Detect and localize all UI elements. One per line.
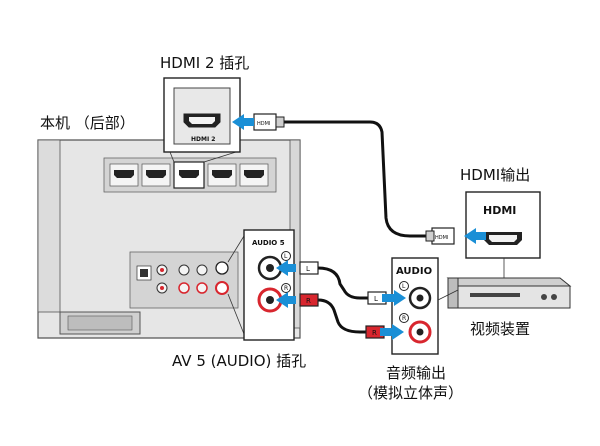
device-audio-callout-line <box>437 289 459 301</box>
audio-cable-right <box>299 293 385 339</box>
hdmi2-callout-line-right <box>203 151 237 163</box>
av5-jack-label: AV 5 (AUDIO) 插孔 <box>172 352 307 370</box>
av5-zoom-box <box>243 229 295 341</box>
audio-output-label-line1: 音频输出 <box>386 364 447 382</box>
arrow-audio-r-receiver <box>276 292 296 308</box>
av5-l-marker: L <box>284 253 288 260</box>
plug-l-receiver: L <box>306 265 310 273</box>
hdmi-output-label: HDMI输出 <box>460 166 531 184</box>
audio-cable-left <box>299 261 387 305</box>
direction-arrows <box>232 114 486 340</box>
hdmi-cable <box>253 113 455 245</box>
hdmi2-port-label: HDMI 2 <box>191 136 215 143</box>
hdmi-plug-label-device: HDMI <box>435 235 448 241</box>
audio5-label: AUDIO 5 <box>252 239 285 247</box>
arrow-audio-l-receiver <box>276 260 296 276</box>
arrow-hdmi-receiver <box>232 114 254 130</box>
hdmi-plug-label: HDMI <box>257 121 270 127</box>
device-hdmi-label: HDMI <box>483 204 516 217</box>
hdmi-3-port <box>207 163 237 187</box>
arrow-audio-r-device <box>380 324 404 340</box>
hdmi-1-port <box>141 163 171 187</box>
hdmi2-zoom-box <box>163 77 241 153</box>
device-r-marker: R <box>402 315 406 322</box>
hdmi-input-strip <box>103 157 277 193</box>
coaxial-port-1 <box>156 264 168 276</box>
av5-callout-line-top <box>227 235 245 263</box>
plug-r-receiver: R <box>306 297 311 305</box>
video-device-label: 视频装置 <box>470 320 531 338</box>
av5-r-marker: R <box>284 285 288 292</box>
rca-pair-2 <box>196 264 208 294</box>
device-audio-label: AUDIO <box>396 266 432 277</box>
hdmi2-jack-label: HDMI 2 插孔 <box>160 54 250 72</box>
audio-output-label-line2: （模拟立体声） <box>358 384 464 402</box>
hdmi-4-port <box>239 163 269 187</box>
arrow-audio-l-device <box>382 290 406 306</box>
hdmi-2-port-highlight <box>173 161 205 189</box>
device-l-marker: L <box>402 283 406 290</box>
coaxial-port-2 <box>156 282 168 294</box>
hdmi2-callout-line-left <box>169 151 175 163</box>
arrow-hdmi-device <box>464 228 486 244</box>
rca-pair-av5-small <box>215 261 229 295</box>
av5-callout-line-bottom <box>227 293 245 335</box>
unit-rear-label: 本机 （后部） <box>40 114 135 132</box>
device-audio-box <box>391 257 439 355</box>
plug-l-device: L <box>374 295 378 303</box>
audio-input-strip <box>129 251 239 309</box>
rca-pair-1 <box>178 264 190 294</box>
hdmi-out-port <box>109 163 139 187</box>
video-device <box>446 277 572 309</box>
optical-port <box>136 265 152 281</box>
device-hdmi-box <box>465 191 541 259</box>
plug-r-device: R <box>372 329 377 337</box>
